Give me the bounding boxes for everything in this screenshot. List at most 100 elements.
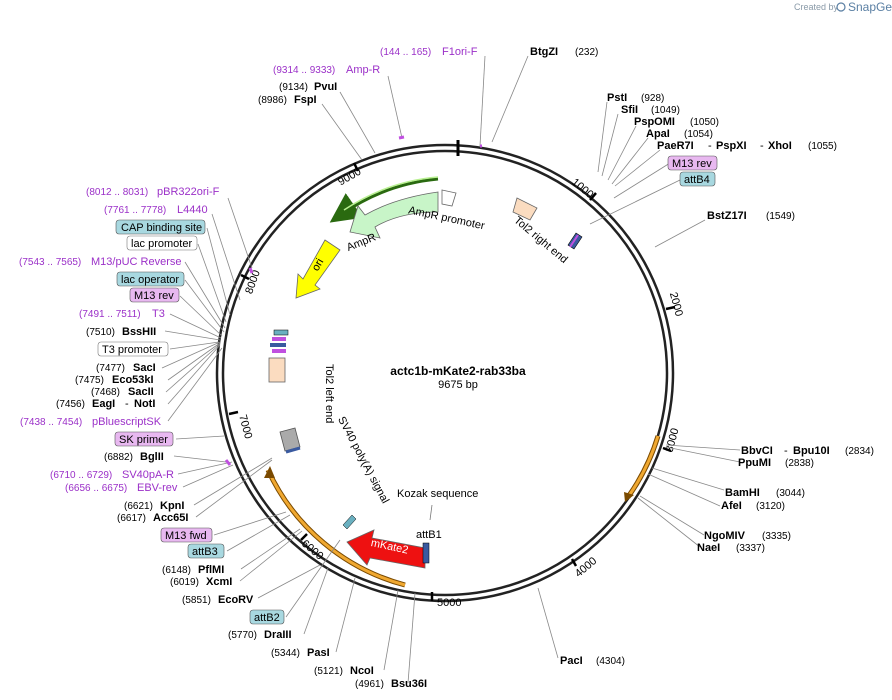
naei-coord: (3337) [736, 543, 765, 554]
ecorv-coord: (5851) [182, 595, 211, 606]
attb2-box [249, 609, 285, 625]
plasmid-size: 9675 bp [438, 379, 478, 391]
sfii-coord: (1049) [651, 105, 680, 116]
pspomi-label: PspOMI [634, 116, 675, 128]
pspxi-sep: - [760, 140, 764, 152]
ncoi-label: NcoI [350, 665, 374, 677]
sacii-coord: (7468) [91, 387, 120, 398]
draiii-label: DraIII [264, 629, 292, 641]
primer-markers [224, 135, 482, 466]
left-leader-lines [161, 55, 486, 684]
eco53ki-label: Eco53kI [112, 374, 154, 386]
psti-coord: (928) [641, 93, 664, 104]
tol2-left-feature [268, 357, 286, 383]
attb2-label: attB2 [254, 612, 280, 624]
l4440-coord: (7761 .. 7778) [104, 205, 166, 216]
btgzi-coord: (232) [575, 47, 598, 58]
eco53ki-coord: (7475) [75, 375, 104, 386]
ori-feature-arrow [295, 239, 341, 299]
cap-binding-site-label: CAP binding site [121, 222, 202, 234]
created-by-text: Created by [794, 2, 839, 12]
paci-coord: (4304) [596, 656, 625, 667]
f1ori-label: F1ori-F [442, 46, 478, 58]
ncoi-coord: (5121) [314, 666, 343, 677]
cap-binding-site-box [115, 219, 206, 235]
m13fwd-label: M13 fwd [165, 530, 207, 542]
sacii-label: SacII [128, 386, 154, 398]
pasi-label: PasI [307, 647, 330, 659]
f1ori-strand-arc [329, 177, 439, 223]
f1ori-strand-arc-highlight [343, 176, 439, 211]
bsshii-label: BssHII [122, 326, 156, 338]
orange-arc-left [266, 469, 406, 587]
saci-coord: (7477) [96, 363, 125, 374]
bsu36i-label: Bsu36I [391, 678, 427, 690]
ampr-primer-coord: (9314 .. 9333) [273, 65, 335, 76]
fspi-coord: (8986) [258, 95, 287, 106]
paer7i-label: PaeR7I [657, 140, 694, 152]
f1ori-coord: (144 .. 165) [380, 47, 431, 58]
kpni-label: KpnI [160, 500, 184, 512]
ampr-feature-arrow [349, 191, 439, 239]
orange-arc-right-head [624, 492, 634, 502]
pspxi-label: PspXI [716, 140, 747, 152]
bstz17i-coord: (1549) [766, 211, 795, 222]
ampr-promoter-label: AmpR promoter [407, 204, 486, 232]
lac-operator-box [116, 271, 185, 287]
snapgene-brand: SnapGene [848, 0, 892, 14]
plasmid-name: actc1b-mKate2-rab33ba [390, 364, 526, 378]
attb3-label: attB3 [192, 546, 218, 558]
m13rev-right-box [667, 155, 718, 171]
paer7i-sep: - [708, 140, 712, 152]
m13rev-right-marker [569, 234, 579, 248]
m13rev-left-label: M13 rev [134, 290, 174, 302]
bsu36i-coord: (4961) [355, 679, 384, 690]
kpni-coord: (6621) [124, 501, 153, 512]
pasi-coord: (5344) [271, 648, 300, 659]
pvui-label: PvuI [314, 81, 337, 93]
t3-promoter-label: T3 promoter [102, 344, 162, 356]
tick-9000: 9000 [336, 166, 363, 189]
ampr-primer-label: Amp-R [346, 64, 380, 76]
mkate2-feature-arrow [346, 529, 426, 569]
ampr-label: AmpR [345, 231, 378, 254]
attb4-label: attB4 [684, 174, 710, 186]
attb3-box [187, 543, 225, 559]
ngomiv-label: NgoMIV [704, 530, 746, 542]
attb1-label: attB1 [416, 529, 442, 541]
m13rev-left-box [129, 287, 180, 303]
orange-arc-left-head [264, 466, 275, 478]
pbr322ori-label: pBR322ori-F [157, 186, 220, 198]
apai-coord: (1054) [684, 129, 713, 140]
sv40pa-coord: (6710 .. 6729) [50, 470, 112, 481]
bglii-coord: (6882) [104, 452, 133, 463]
kozak-label: Kozak sequence [397, 488, 478, 500]
noti-label: NotI [134, 398, 155, 410]
eagi-label: EagI [92, 398, 115, 410]
afei-coord: (3120) [756, 501, 785, 512]
sfii-label: SfiI [621, 104, 638, 116]
right-leader-lines [491, 55, 741, 659]
ebvrev-label: EBV-rev [137, 482, 178, 494]
fspi-label: FspI [294, 94, 317, 106]
l4440-label: L4440 [177, 204, 208, 216]
eagi-sep: - [125, 398, 129, 410]
t3-coord: (7491 .. 7511) [79, 309, 141, 320]
apai-label: ApaI [646, 128, 670, 140]
tol2-right-label: Tol2 right end [511, 214, 569, 266]
attb4-box [679, 171, 716, 187]
backbone-outer-ring [215, 143, 675, 603]
right-labels: BtgZI (232) PstI (928) SfiI (1049) PspOM… [530, 46, 874, 667]
bglii-label: BglII [140, 451, 164, 463]
orange-arc-right [626, 435, 660, 498]
snapgene-logo-icon [836, 2, 846, 12]
ebvrev-coord: (6656 .. 6675) [65, 483, 127, 494]
attb2-marker [342, 514, 357, 530]
pbr322ori-coord: (8012 .. 8031) [86, 187, 148, 198]
bbvci-label: BbvCI [741, 445, 773, 457]
psti-label: PstI [607, 92, 627, 104]
lac-promoter-label: lac promoter [131, 238, 192, 250]
acc65i-coord: (6617) [117, 513, 146, 524]
pvui-coord: (9134) [279, 82, 308, 93]
